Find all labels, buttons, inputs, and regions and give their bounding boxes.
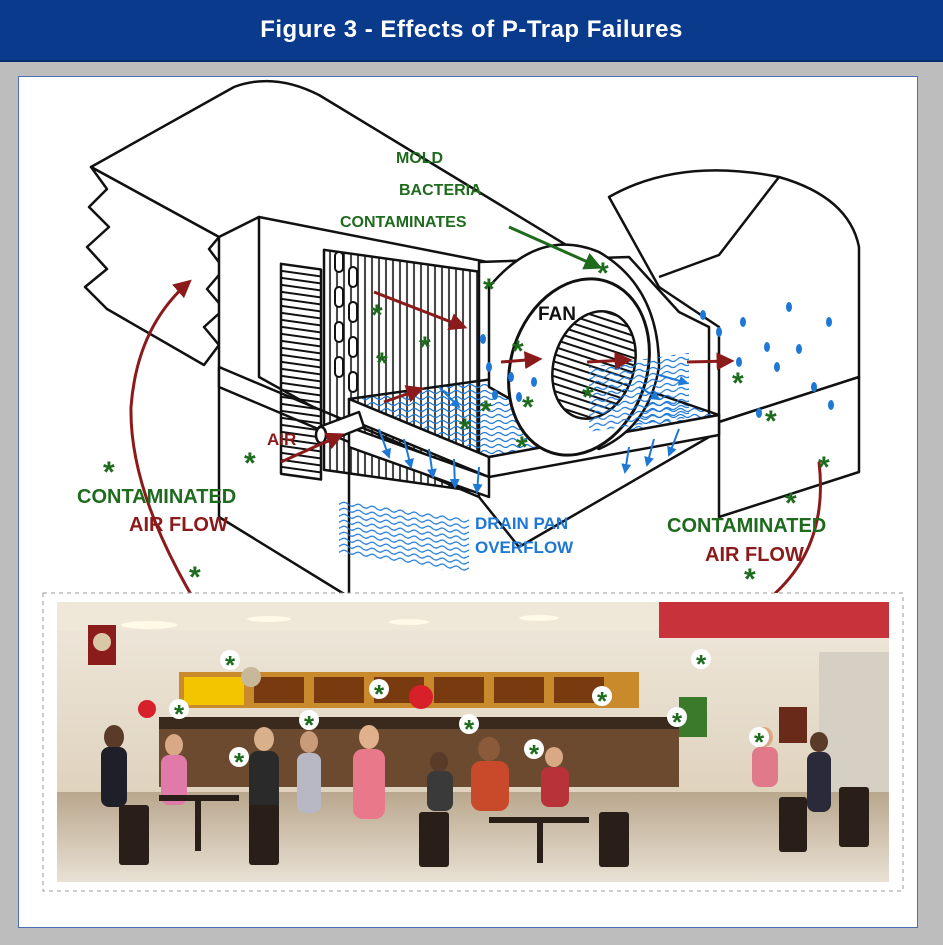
asterisk-marker: * xyxy=(696,649,707,679)
asterisk-marker: * xyxy=(483,273,495,306)
air-handler-unit xyxy=(83,79,861,599)
asterisk-marker: * xyxy=(103,456,115,489)
asterisk-marker: * xyxy=(529,739,540,769)
asterisk-marker: * xyxy=(225,650,236,680)
asterisk-marker: * xyxy=(765,405,777,438)
asterisk-marker: * xyxy=(371,299,383,332)
contaminates-arrow xyxy=(508,225,603,270)
fan-label: FAN xyxy=(538,304,576,325)
asterisk-marker: * xyxy=(374,679,385,709)
drain-pan-overflow-water xyxy=(339,352,689,574)
figure-title-bar: Figure 3 - Effects of P-Trap Failures xyxy=(0,0,943,62)
air-label: AIR xyxy=(267,430,296,449)
asterisk-marker: * xyxy=(174,699,185,729)
asterisk-marker: * xyxy=(582,381,594,414)
right-contaminated-label: CONTAMINATED xyxy=(667,515,826,537)
asterisk-marker: * xyxy=(785,487,797,520)
asterisk-marker: * xyxy=(464,714,475,744)
asterisk-marker: * xyxy=(754,727,765,757)
asterisk-marker: * xyxy=(189,561,201,594)
asterisk-marker: * xyxy=(732,367,744,400)
contaminant-markers: * * * * * * * * * * * * * * * * * * * xyxy=(103,257,830,596)
asterisk-marker: * xyxy=(597,257,609,290)
asterisk-marker: * xyxy=(244,447,256,480)
right-airflow-label: AIR FLOW xyxy=(705,544,804,566)
figure-title: Figure 3 - Effects of P-Trap Failures xyxy=(260,16,683,43)
moisture-droplets xyxy=(480,302,834,418)
asterisk-marker: * xyxy=(376,347,388,380)
asterisk-marker: * xyxy=(419,331,431,364)
asterisk-marker: * xyxy=(234,747,245,777)
figure-frame: FAN xyxy=(18,76,918,928)
food-court-photo xyxy=(42,592,904,892)
asterisk-marker: * xyxy=(480,395,492,428)
coil-tubes xyxy=(334,251,358,393)
asterisk-marker: * xyxy=(744,563,756,596)
return-duct xyxy=(607,169,861,424)
filter-rack xyxy=(279,262,323,481)
left-contaminated-label: CONTAMINATED xyxy=(77,486,236,508)
photo-contaminant-markers: * * * * * * * * * * * xyxy=(169,649,769,777)
asterisk-marker: * xyxy=(304,710,315,740)
overflow-label: OVERFLOW xyxy=(475,538,574,557)
drain-pan-label: DRAIN PAN xyxy=(475,514,568,533)
left-airflow-label: AIR FLOW xyxy=(129,514,228,536)
asterisk-marker: * xyxy=(672,707,683,737)
contaminates-label: CONTAMINATES xyxy=(340,214,467,231)
asterisk-marker: * xyxy=(512,335,524,368)
bacteria-label: BACTERIA xyxy=(399,182,482,199)
internal-airflow-arrows xyxy=(280,290,735,464)
asterisk-marker: * xyxy=(597,686,608,716)
asterisk-marker: * xyxy=(516,431,528,464)
mold-label: MOLD xyxy=(396,150,443,167)
left-airflow-arrow xyxy=(129,279,226,648)
asterisk-marker: * xyxy=(459,413,471,446)
contaminant-labels: MOLD BACTERIA CONTAMINATES xyxy=(340,150,482,231)
asterisk-marker: * xyxy=(522,391,534,424)
diagram-canvas: FAN xyxy=(42,79,904,892)
asterisk-marker: * xyxy=(818,451,830,484)
